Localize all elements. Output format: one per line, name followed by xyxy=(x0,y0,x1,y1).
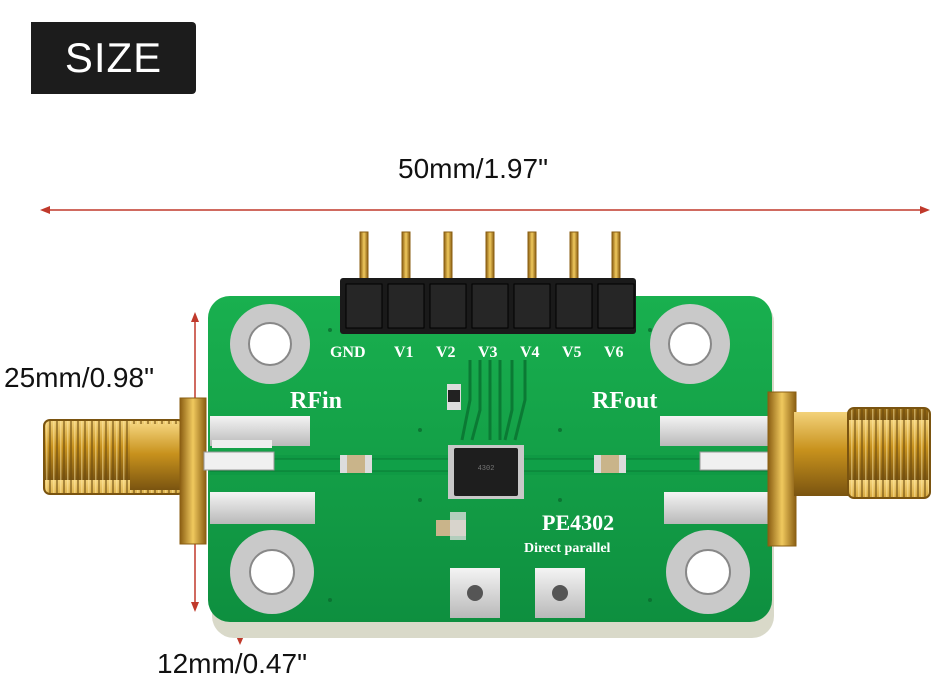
rfin-label: RFin xyxy=(290,388,342,414)
header-pin xyxy=(485,231,495,285)
capacitor-rfin xyxy=(340,455,372,473)
capacitor-rfout xyxy=(594,455,626,473)
header-pin xyxy=(443,231,453,285)
pin-label: V2 xyxy=(436,344,456,361)
pin-header xyxy=(340,231,636,334)
rfout-label: RFout xyxy=(592,388,657,414)
size-badge: SIZE xyxy=(31,22,196,94)
height-label: 25mm/0.98" xyxy=(4,362,155,393)
sma-connector-right xyxy=(699,391,931,547)
header-slot xyxy=(429,283,467,329)
sma-connector-left xyxy=(43,397,275,545)
header-slot xyxy=(387,283,425,329)
header-pin xyxy=(359,231,369,285)
header-pin xyxy=(527,231,537,285)
width-dimension-line xyxy=(40,206,930,214)
header-slots xyxy=(345,283,635,329)
header-slot xyxy=(471,283,509,329)
header-slot xyxy=(513,283,551,329)
mounting-hole-bottom-left xyxy=(230,530,314,614)
rf-out-pads xyxy=(660,416,768,524)
ground-pad-left xyxy=(450,568,500,618)
via-pattern xyxy=(328,328,652,602)
mounting-hole-top-right xyxy=(650,304,730,384)
pin-label: V3 xyxy=(478,344,498,361)
header-pin xyxy=(611,231,621,285)
thickness-label: 12mm/0.47" xyxy=(157,648,308,679)
pin-label: V4 xyxy=(520,344,540,361)
pin-label: V1 xyxy=(394,344,414,361)
header-slot xyxy=(345,283,383,329)
header-slot xyxy=(597,283,635,329)
header-pin xyxy=(569,231,579,285)
pin-labels: GND V1 V2 V3 V4 V5 V6 xyxy=(330,344,624,361)
signal-traces xyxy=(460,360,527,441)
header-slot xyxy=(555,283,593,329)
pin-label: V6 xyxy=(604,344,624,361)
resistor-top xyxy=(447,384,461,410)
pe4302-chip: 4302 xyxy=(448,445,524,499)
chip-label: PE4302 xyxy=(542,510,614,535)
rf-in-pads xyxy=(210,416,315,524)
svg-text:4302: 4302 xyxy=(478,465,495,473)
pin-label: GND xyxy=(330,344,366,361)
header-pins xyxy=(359,231,621,285)
mounting-hole-bottom-right xyxy=(666,530,750,614)
mode-label: Direct parallel xyxy=(524,541,611,556)
pin-label: V5 xyxy=(562,344,582,361)
ground-pad-right xyxy=(535,568,585,618)
header-pin xyxy=(401,231,411,285)
width-label: 50mm/1.97" xyxy=(398,153,549,184)
mounting-hole-top-left xyxy=(230,304,310,384)
capacitor-bottom xyxy=(436,512,466,540)
